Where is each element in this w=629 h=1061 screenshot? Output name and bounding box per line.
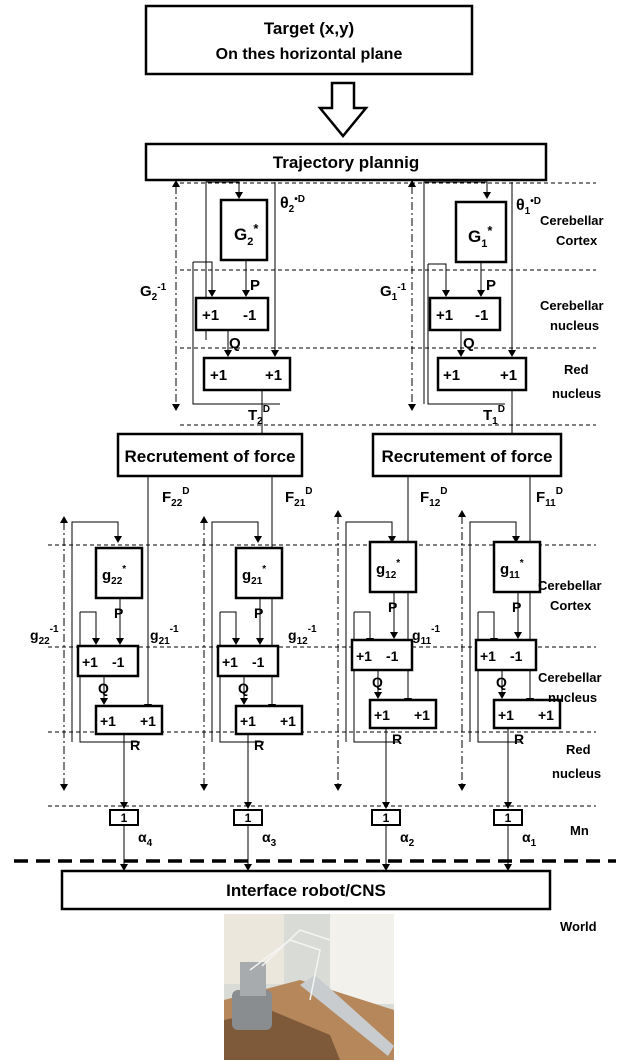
nucleus-label-upper: Cerebellar [540,298,604,313]
down-arrow-icon [320,83,366,136]
svg-text:Recrutement of force: Recrutement of force [125,447,296,466]
G1inv-label: G1-1 [380,282,407,303]
svg-text:P: P [388,599,397,615]
T1-label: T1D [483,404,505,427]
trajectory-label: Trajectory plannig [273,153,419,172]
svg-text:1: 1 [383,811,390,825]
target-box [146,6,472,74]
svg-text:-1: -1 [112,654,125,670]
upper-joint-1: G1* P +1 -1 Q θ1•D +1 +1 T1D G1-1 [380,182,541,434]
svg-text:-1: -1 [510,648,523,664]
svg-text:+1: +1 [240,713,256,729]
svg-text:nucleus: nucleus [548,690,597,705]
cortex-label-upper: Cerebellar [540,213,604,228]
svg-text:+1: +1 [280,713,296,729]
target-title: Target (x,y) [264,19,354,38]
ginv-label-12: g12-1 [288,624,317,647]
alpha-label-1: α1 [522,829,537,849]
theta2-label: θ2•D [280,194,305,215]
svg-text:Recrutement of force: Recrutement of force [382,447,553,466]
svg-text:Interface robot/CNS: Interface robot/CNS [226,881,386,900]
cortex-label-lower: Cerebellar [538,578,602,593]
G2inv-label: G2-1 [140,282,167,303]
svg-text:nucleus: nucleus [552,386,601,401]
svg-text:+1: +1 [82,654,98,670]
upper-joint-2: G2* P +1 -1 Q θ2•D +1 +1 T2D G2-1 [140,182,305,434]
svg-text:Q: Q [238,680,249,696]
svg-text:R: R [392,731,402,747]
svg-text:P: P [254,605,263,621]
svg-text:+1: +1 [500,367,517,384]
svg-text:+1: +1 [374,707,390,723]
svg-text:R: R [514,731,524,747]
svg-text:1: 1 [505,811,512,825]
svg-text:+1: +1 [265,367,282,384]
svg-text:+1: +1 [498,707,514,723]
svg-text:+1: +1 [480,648,496,664]
svg-text:nucleus: nucleus [550,318,599,333]
svg-text:Q: Q [463,335,475,352]
svg-text:P: P [114,605,123,621]
ginv-label-21: g21-1 [150,624,179,647]
svg-text:-1: -1 [475,307,488,324]
svg-text:+1: +1 [100,713,116,729]
svg-text:P: P [486,277,496,294]
ginv-label-22: g22-1 [30,624,59,647]
svg-text:1: 1 [121,811,128,825]
svg-text:+1: +1 [140,713,156,729]
svg-text:-1: -1 [386,648,399,664]
red-label-upper: Red [564,362,589,377]
svg-text:+1: +1 [356,648,372,664]
alpha-label-3: α3 [262,829,277,849]
force-label-21: F21D [285,486,313,509]
red-label-lower: Red [566,742,591,757]
svg-text:Q: Q [372,674,383,690]
alpha-label-4: α4 [138,829,153,849]
force-label-12: F12D [420,486,448,509]
alpha-label-2: α2 [400,829,415,849]
svg-text:Cortex: Cortex [556,233,598,248]
svg-text:+1: +1 [436,307,453,324]
svg-text:R: R [254,737,264,753]
T2-label: T2D [248,404,270,427]
svg-text:Q: Q [98,680,109,696]
svg-text:P: P [512,599,521,615]
svg-text:-1: -1 [252,654,265,670]
theta1-label: θ1•D [516,196,541,217]
svg-text:Q: Q [496,674,507,690]
svg-text:+1: +1 [210,367,227,384]
force-label-22: F22D [162,486,190,509]
svg-text:-1: -1 [243,307,256,324]
svg-text:Cortex: Cortex [550,598,592,613]
svg-text:+1: +1 [222,654,238,670]
svg-text:Q: Q [229,335,241,352]
P-label-upper-2: P [250,277,260,294]
svg-text:+1: +1 [414,707,430,723]
mn-label: Mn [570,823,589,838]
force-label-11: F11D [536,486,563,509]
svg-text:nucleus: nucleus [552,766,601,781]
svg-text:R: R [130,737,140,753]
world-label: World [560,919,597,934]
ginv-label-11: g11-1 [412,624,440,647]
svg-text:+1: +1 [443,367,460,384]
svg-text:+1: +1 [202,307,219,324]
robot-arm-photo [224,914,394,1060]
nucleus-label-lower: Cerebellar [538,670,602,685]
svg-text:1: 1 [245,811,252,825]
svg-text:+1: +1 [538,707,554,723]
target-subtitle: On thes horizontal plane [216,46,403,63]
